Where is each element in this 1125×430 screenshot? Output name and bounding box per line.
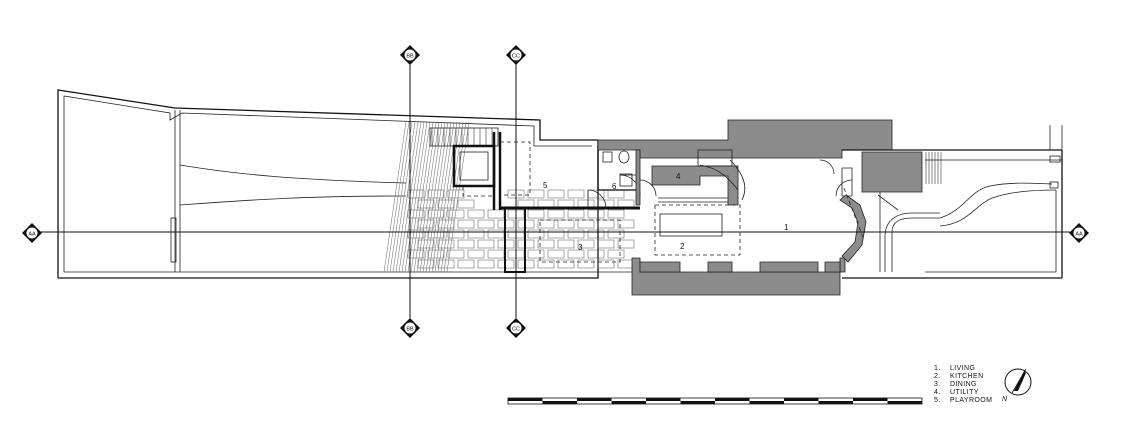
legend-num: 1. [934, 365, 941, 372]
marker-label: AA [28, 232, 36, 238]
north-label: N [1002, 396, 1008, 403]
solid-walls [597, 119, 923, 296]
room-number-living: 1 [784, 223, 789, 232]
marker-top-right: CC [506, 45, 526, 65]
room-legend: 1. LIVING 2. KITCHEN 3. DINING 4. UTILIT… [934, 365, 992, 404]
legend-num: 3. [934, 381, 941, 388]
room-number-playroom: 5 [543, 181, 548, 190]
legend-name: PLAYROOM [950, 397, 992, 404]
marker-label: CC [512, 327, 520, 333]
room-number-wc: 6 [612, 182, 617, 191]
legend-name: UTILITY [950, 389, 979, 396]
room-numbers: 1 2 3 4 5 6 [543, 172, 789, 252]
marker-left: AA [22, 223, 42, 243]
outer-boundary [57, 89, 632, 279]
playroom-area [452, 132, 641, 273]
room-number-kitchen: 2 [680, 242, 685, 251]
legend-num: 2. [934, 373, 941, 380]
marker-label: AA [1075, 232, 1083, 238]
room-number-utility: 4 [676, 172, 681, 181]
marker-label: BB [406, 327, 414, 333]
stair-hatch [383, 121, 499, 273]
scale-bar [507, 397, 923, 405]
marker-bottom-left: BB [400, 318, 420, 338]
north-arrow-icon: N [1002, 368, 1032, 403]
legend-name: KITCHEN [950, 373, 984, 380]
marker-label: CC [512, 54, 520, 60]
bathroom [597, 145, 639, 191]
section-lines [40, 64, 1070, 318]
marker-top-left: BB [400, 45, 420, 65]
legend-num: 4. [934, 389, 941, 396]
tiled-floor [407, 189, 635, 269]
legend-name: LIVING [950, 365, 975, 372]
marker-label: BB [406, 54, 414, 60]
garden [842, 125, 1063, 279]
marker-bottom-right: CC [506, 318, 526, 338]
legend-num: 5. [934, 397, 941, 404]
legend-name: DINING [950, 381, 977, 388]
room-number-dining: 3 [578, 243, 583, 252]
marker-right: AA [1069, 223, 1089, 243]
